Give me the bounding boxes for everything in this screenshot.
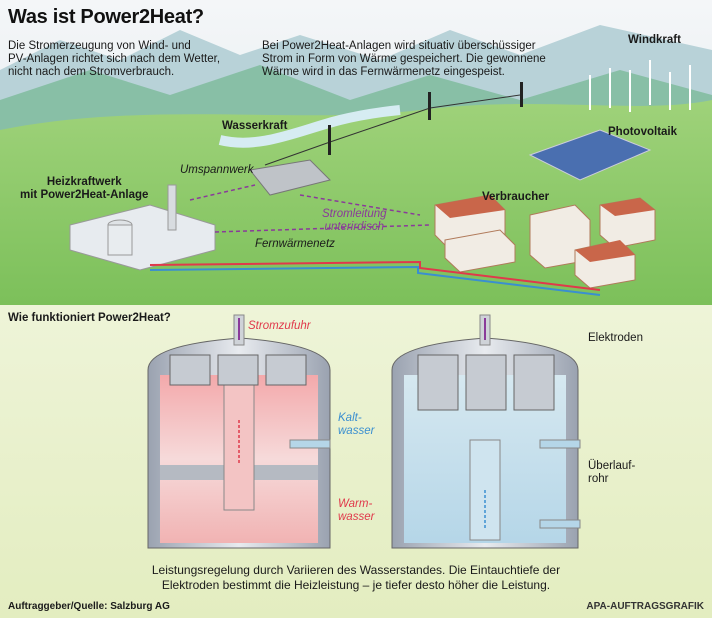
label-line: Stromleitung bbox=[322, 208, 387, 220]
label-ueberlaufrohr: Überlauf- rohr bbox=[588, 460, 635, 486]
label-line: mit Power2Heat-Anlage bbox=[20, 189, 149, 201]
label-line: Kalt- bbox=[338, 412, 362, 424]
intro-line: Bei Power2Heat-Anlagen wird situativ übe… bbox=[262, 40, 536, 52]
section-title: Wie funktioniert Power2Heat? bbox=[8, 312, 171, 324]
label-stromleitung: Stromleitung unterirdisch bbox=[322, 208, 387, 234]
intro-line: nicht nach dem Stromverbrauch. bbox=[8, 66, 175, 78]
label-windkraft: Windkraft bbox=[628, 34, 681, 46]
label-line: wasser bbox=[338, 425, 375, 437]
label-line: rohr bbox=[588, 473, 609, 485]
caption-line: Leistungsregelung durch Variieren des Wa… bbox=[151, 563, 561, 577]
label-wasserkraft: Wasserkraft bbox=[222, 120, 288, 132]
label-line: unterirdisch bbox=[324, 221, 384, 233]
label-line: Warm- bbox=[338, 498, 373, 510]
caption: Leistungsregelung durch Variieren des Wa… bbox=[0, 563, 712, 593]
intro-right: Bei Power2Heat-Anlagen wird situativ übe… bbox=[262, 40, 546, 79]
page-title: Was ist Power2Heat? bbox=[8, 6, 204, 28]
intro-left: Die Stromerzeugung von Wind- und PV-Anla… bbox=[8, 40, 220, 79]
label-umspannwerk: Umspannwerk bbox=[180, 164, 254, 176]
source: Auftraggeber/Quelle: Salzburg AG bbox=[8, 601, 170, 612]
intro-line: Die Stromerzeugung von Wind- und bbox=[8, 40, 191, 52]
label-heizkraftwerk: Heizkraftwerk mit Power2Heat-Anlage bbox=[20, 176, 148, 202]
label-line: wasser bbox=[338, 511, 375, 523]
label-line: Heizkraftwerk bbox=[46, 176, 122, 188]
caption-line: Elektroden bestimmt die Heizleistung – j… bbox=[161, 578, 551, 592]
label-warmwasser: Warm- wasser bbox=[338, 498, 374, 524]
label-elektroden: Elektroden bbox=[588, 332, 643, 344]
credit: APA-AUFTRAGSGRAFIK bbox=[586, 601, 704, 612]
label-verbraucher: Verbraucher bbox=[482, 191, 550, 203]
label-fernwaermenetz: Fernwärmenetz bbox=[255, 238, 335, 250]
label-stromzufuhr: Stromzufuhr bbox=[248, 320, 311, 332]
label-kaltwasser: Kalt- wasser bbox=[338, 412, 374, 438]
intro-line: Strom in Form von Wärme gespeichert. Die… bbox=[262, 53, 546, 65]
intro-line: PV-Anlagen richtet sich nach dem Wetter, bbox=[8, 53, 221, 65]
label-photovoltaik: Photovoltaik bbox=[608, 126, 678, 138]
label-line: Überlauf- bbox=[588, 460, 636, 472]
intro-line: Wärme wird in das Fernwärmenetz eingespe… bbox=[262, 66, 505, 78]
